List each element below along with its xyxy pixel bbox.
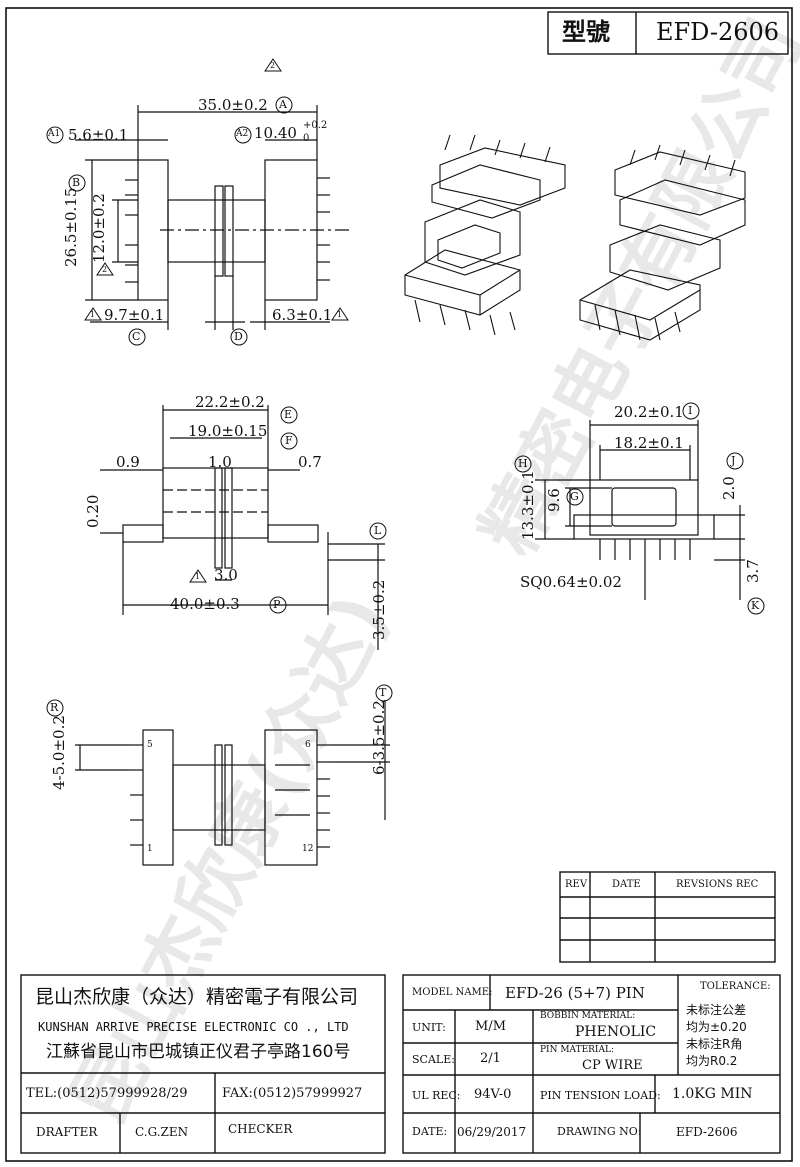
rev-record-header: REVSIONS REC <box>676 879 759 890</box>
date-label: DATE: <box>412 1125 448 1138</box>
dim-0-7: 0.7 <box>298 453 322 471</box>
ul-rec-value: 94V-0 <box>474 1087 512 1102</box>
note-number: 1 <box>337 310 343 319</box>
dim-35: 35.0±0.2 <box>198 96 268 114</box>
dim-10-4-tol: 0 <box>303 133 310 144</box>
dim-18-2: 18.2±0.1 <box>614 434 684 452</box>
callout-H: H <box>518 457 528 470</box>
callout-A1: A1 <box>48 129 61 139</box>
callout-A: A <box>279 98 287 111</box>
callout-D: D <box>234 330 243 343</box>
model-label: 型號 <box>562 18 610 46</box>
callout-F: F <box>285 434 293 447</box>
callout-circles <box>46 96 765 717</box>
tolerance-note: 未标注R角 <box>686 1037 743 1051</box>
drawing-no-label: DRAWING NO: <box>557 1125 642 1138</box>
tolerance-note: 均为±0.20 <box>686 1020 747 1034</box>
note-number: 1 <box>90 310 96 319</box>
bobbin-material: PHENOLIC <box>575 1024 657 1040</box>
dim-3-5: 3.5±0.2 <box>370 579 388 640</box>
dim-12: 12.0±0.2 <box>90 193 108 263</box>
checker-label: CHECKER <box>228 1122 293 1136</box>
dim-3-0: 3.0 <box>214 566 238 584</box>
rev-date-header: DATE <box>612 879 641 890</box>
dim-9-7: 9.7±0.1 <box>104 306 165 324</box>
callout-K: K <box>751 599 760 612</box>
ul-rec-label: UL REC: <box>412 1089 461 1102</box>
tolerance-note: 均为R0.2 <box>686 1054 738 1068</box>
pin-tension-label: PIN TENSION LOAD: <box>540 1089 661 1102</box>
fax: FAX:(0512)57999927 <box>222 1086 363 1101</box>
dim-13-3: 13.3±0.1 <box>519 470 537 540</box>
dim-20-2: 20.2±0.1 <box>614 403 684 421</box>
unit-value: M/M <box>475 1019 507 1034</box>
note-number: 1 <box>195 572 201 581</box>
drafter-label: DRAFTER <box>36 1125 98 1139</box>
dim-6-3-5: 6-3.5±0.2 <box>370 700 388 775</box>
company-address: 江蘇省昆山市巴城镇正仪君子亭路160号 <box>46 1042 351 1062</box>
pin-number-12: 12 <box>302 844 314 854</box>
dim-0-20: 0.20 <box>84 494 102 528</box>
dim-sq: SQ0.64±0.02 <box>520 573 622 591</box>
callout-J: J <box>731 454 736 467</box>
dim-22-2: 22.2±0.2 <box>195 393 265 411</box>
pin-material-label: PIN MATERIAL: <box>540 1045 614 1055</box>
pin-number-6: 6 <box>305 740 311 750</box>
dim-10-4: 10.40 <box>254 124 297 142</box>
dim-10-4-tol: +0.2 <box>303 120 328 131</box>
tolerance-label: TOLERANCE: <box>700 981 771 992</box>
model-value: EFD-2606 <box>656 18 780 46</box>
dim-26-5: 26.5±0.15 <box>62 187 80 267</box>
isometric-view-back <box>579 144 746 341</box>
callout-P: P <box>273 598 281 611</box>
callout-T: T <box>379 686 387 699</box>
dim-2-0: 2.0 <box>720 476 738 500</box>
tolerance-note: 未标注公差 <box>686 1003 747 1017</box>
pin-number-5: 5 <box>147 740 153 750</box>
callout-R: R <box>50 701 59 714</box>
model-name: EFD-26 (5+7) PIN <box>505 984 645 1002</box>
dim-0-9: 0.9 <box>116 453 140 471</box>
drafter-name: C.G.ZEN <box>135 1125 189 1139</box>
dim-5-6: 5.6±0.1 <box>68 126 129 144</box>
end-view <box>535 420 745 600</box>
top-view <box>100 405 385 650</box>
dim-4-5: 4-5.0±0.2 <box>50 715 68 790</box>
dim-6-3: 6.3±0.1 <box>272 306 333 324</box>
tel: TEL:(0512)57999928/29 <box>26 1086 188 1101</box>
dim-3-7: 3.7 <box>744 559 762 583</box>
drawing-no-value: EFD-2606 <box>676 1125 738 1139</box>
company-name-en: KUNSHAN ARRIVE PRECISE ELECTRONIC CO ., … <box>38 1020 349 1034</box>
bottom-view <box>75 700 390 866</box>
pin-tension-value: 1.0KG MIN <box>672 1086 753 1102</box>
dim-1-0: 1.0 <box>208 453 232 471</box>
company-name-cn: 昆山杰欣康（众达）精密電子有限公司 <box>35 986 359 1008</box>
dim-9-6: 9.6 <box>545 488 563 512</box>
note-number: 2 <box>270 61 276 70</box>
callout-C: C <box>132 330 141 343</box>
scale-label: SCALE: <box>412 1053 455 1066</box>
rev-header: REV <box>565 879 588 890</box>
callout-G: G <box>570 490 579 503</box>
drawing-frame <box>5 7 793 1162</box>
bobbin-material-label: BOBBIN MATERIAL: <box>540 1011 636 1021</box>
callout-A2: A2 <box>236 129 249 139</box>
unit-label: UNIT: <box>412 1021 446 1034</box>
date-value: 06/29/2017 <box>457 1125 527 1139</box>
callout-I: I <box>688 404 693 417</box>
isometric-view-front <box>404 134 566 336</box>
pin-number-1: 1 <box>147 844 153 854</box>
note-number: 2 <box>102 265 108 274</box>
callout-B: B <box>72 176 81 189</box>
dim-19: 19.0±0.15 <box>188 422 268 440</box>
pin-material: CP WIRE <box>582 1058 643 1073</box>
dim-40: 40.0±0.3 <box>170 595 240 613</box>
callout-E: E <box>284 408 293 421</box>
model-name-label: MODEL NAME: <box>412 987 493 998</box>
title-block-lines <box>20 11 789 1154</box>
scale-value: 2/1 <box>480 1051 501 1066</box>
callout-L: L <box>374 524 382 537</box>
